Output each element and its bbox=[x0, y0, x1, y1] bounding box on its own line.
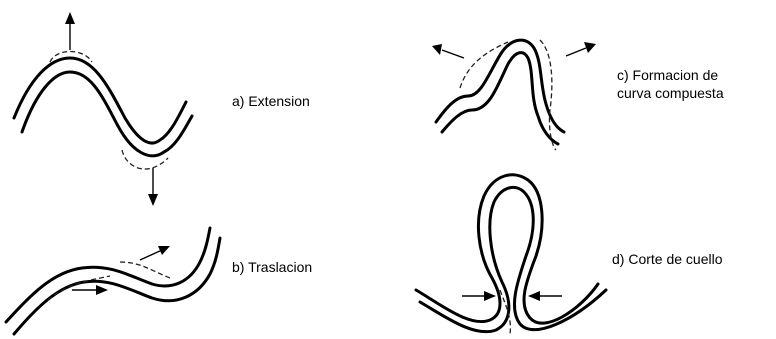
panel-c-curva-compuesta bbox=[432, 40, 596, 150]
arrowhead-inward-right bbox=[528, 291, 540, 301]
arrow-upper bbox=[140, 250, 162, 260]
panel-b-traslacion bbox=[6, 228, 220, 334]
caption-traslacion: b) Traslacion bbox=[232, 258, 312, 276]
caption-curva-compuesta-line1: c) Formacion de bbox=[617, 66, 718, 84]
arrow-right bbox=[566, 48, 586, 56]
arrowhead-left bbox=[432, 44, 442, 55]
caption-corte-de-cuello: d) Corte de cuello bbox=[612, 250, 723, 268]
panel-a-extension bbox=[14, 12, 192, 206]
channel-bank-outer bbox=[14, 58, 186, 143]
panel-d-corte-de-cuello bbox=[416, 175, 606, 334]
caption-extension: a) Extension bbox=[232, 92, 310, 110]
arrow-left bbox=[442, 50, 464, 58]
caption-curva-compuesta-line2: curva compuesta bbox=[617, 84, 724, 102]
arrowhead-lower bbox=[96, 285, 108, 295]
arrowhead-inward-left bbox=[484, 291, 496, 301]
arrowhead-down bbox=[148, 194, 158, 206]
arrowhead-up bbox=[65, 12, 75, 24]
